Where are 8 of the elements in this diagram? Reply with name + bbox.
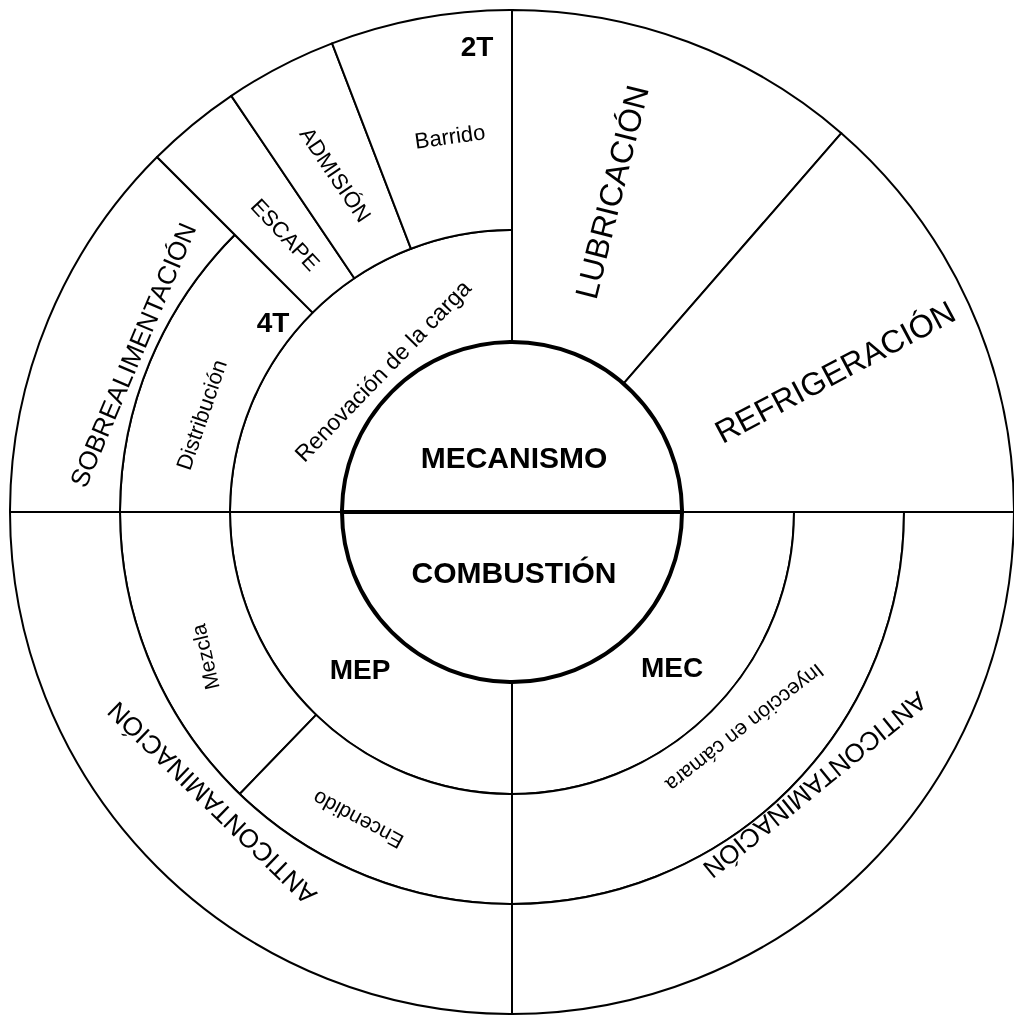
segment-label: MECANISMO	[420, 443, 608, 473]
segment-label: MEC	[640, 654, 704, 682]
segment-label: MEP	[329, 656, 391, 684]
stroke-label: 4T	[256, 309, 290, 337]
stroke-label: 2T	[460, 33, 494, 61]
segment-label: Mezcla	[187, 622, 223, 692]
segment-label: COMBUSTIÓN	[411, 558, 617, 588]
segment-label: Barrido	[413, 121, 487, 153]
